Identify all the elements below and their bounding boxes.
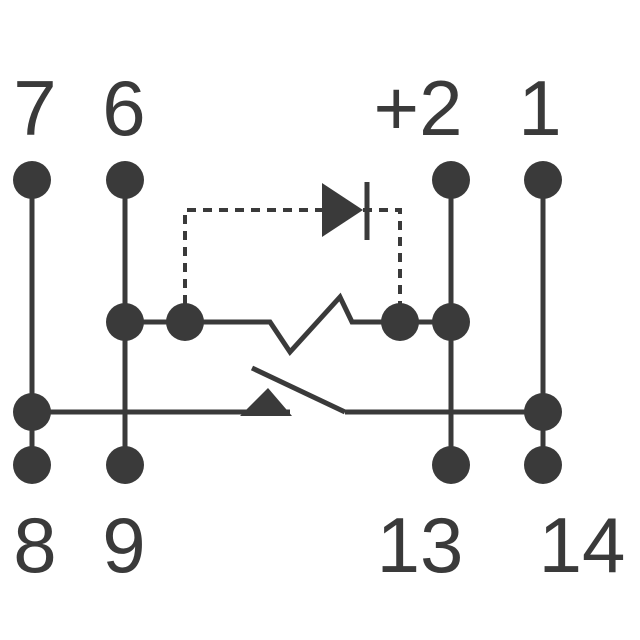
diode-branch-dashed [183, 208, 402, 320]
coil-resistor [125, 292, 451, 357]
pin-label-7: 7 [13, 64, 56, 152]
terminal-9 [106, 446, 144, 484]
node-coil-left [106, 303, 144, 341]
node-switch-left [13, 393, 51, 431]
terminal-7 [13, 161, 51, 199]
pin-label-14: 14 [539, 501, 626, 589]
pin-label-13: 13 [377, 501, 464, 589]
terminal-2 [432, 161, 470, 199]
terminal-1 [524, 161, 562, 199]
terminal-13 [432, 446, 470, 484]
terminal-8 [13, 446, 51, 484]
pin-label-9: 9 [102, 501, 145, 589]
pin-label-1: 1 [518, 64, 561, 152]
node-switch-right [524, 393, 562, 431]
pin-label-6: 6 [102, 64, 145, 152]
pin-label-8: 8 [13, 501, 56, 589]
pin-label-plus-2: +2 [374, 64, 463, 152]
actuator-triangle-icon [240, 388, 292, 416]
node-diode-right [381, 303, 419, 341]
terminal-6 [106, 161, 144, 199]
switch-blade [250, 365, 347, 415]
node-coil-right [432, 303, 470, 341]
terminal-14 [524, 446, 562, 484]
node-diode-left [166, 303, 204, 341]
diode-icon [322, 183, 363, 237]
